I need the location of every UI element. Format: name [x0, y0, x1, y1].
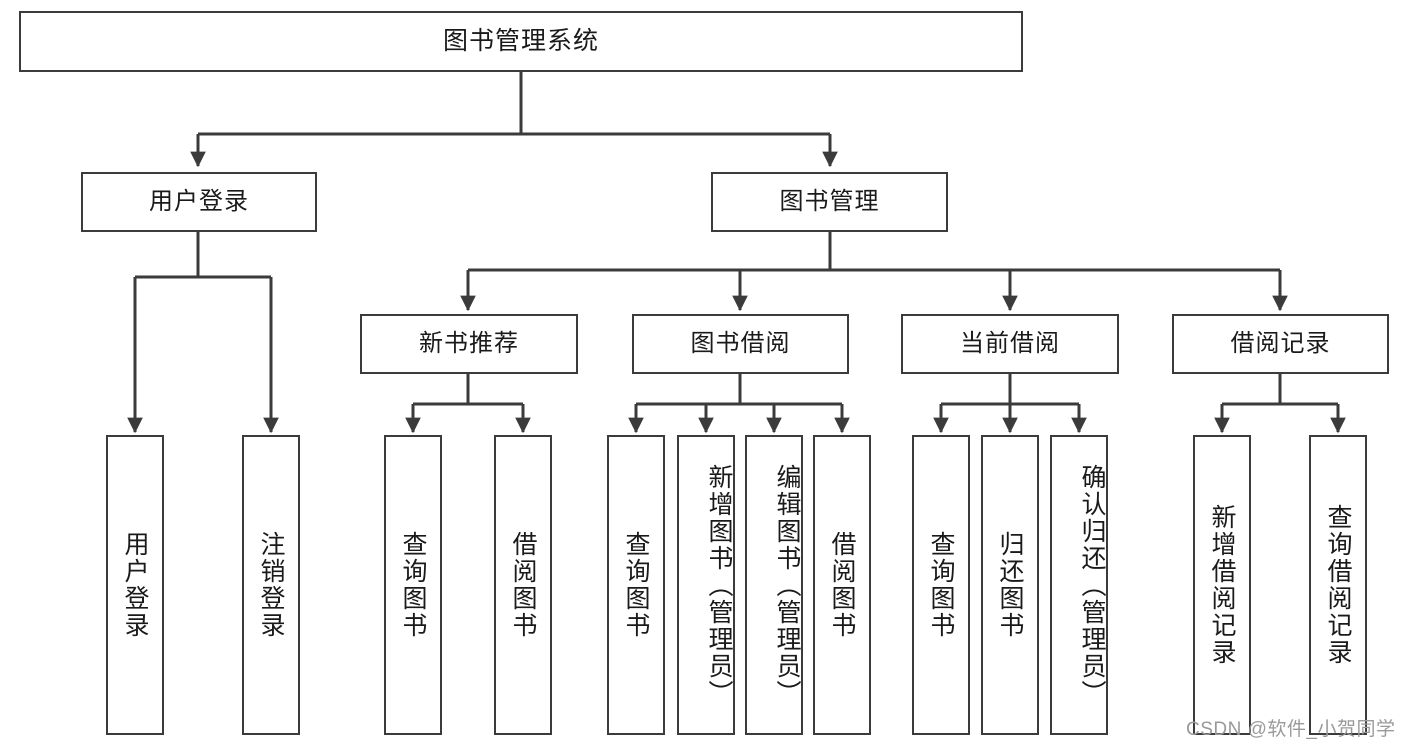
node-book-management[interactable]: 图书管理	[711, 172, 948, 232]
watermark-csdn: CSDN @软件_小贺同学	[1186, 719, 1396, 740]
leaf-borrow-book[interactable]: 借阅图书	[813, 435, 871, 735]
node-label: 确认归还（管理员）	[1078, 463, 1106, 707]
node-user-login[interactable]: 用户登录	[81, 172, 317, 232]
node-label: 新书推荐	[419, 330, 519, 357]
node-root-book-management-system[interactable]: 图书管理系统	[19, 11, 1023, 72]
node-current-borrow[interactable]: 当前借阅	[901, 314, 1119, 374]
node-label: 查询图书	[927, 531, 955, 639]
node-label: 图书管理	[779, 188, 880, 215]
node-label: 用户登录	[149, 188, 249, 215]
node-label: 借阅记录	[1230, 330, 1331, 357]
node-label: 注销登录	[257, 531, 285, 639]
leaf-query-borrow-record[interactable]: 查询借阅记录	[1309, 435, 1367, 735]
leaf-return-book[interactable]: 归还图书	[981, 435, 1039, 735]
node-label: 新增图书（管理员）	[705, 463, 733, 707]
node-label: 查询借阅记录	[1324, 504, 1352, 666]
node-borrow-records[interactable]: 借阅记录	[1172, 314, 1389, 374]
node-label: 图书借阅	[690, 330, 791, 357]
node-book-borrow[interactable]: 图书借阅	[632, 314, 849, 374]
leaf-confirm-return-admin[interactable]: 确认归还（管理员）	[1050, 435, 1108, 735]
leaf-query-book-current[interactable]: 查询图书	[912, 435, 970, 735]
leaf-query-book-recommend[interactable]: 查询图书	[384, 435, 442, 735]
node-label: 编辑图书（管理员）	[773, 463, 801, 707]
node-label: 用户登录	[121, 531, 149, 639]
leaf-add-book-admin[interactable]: 新增图书（管理员）	[677, 435, 735, 735]
leaf-edit-book-admin[interactable]: 编辑图书（管理员）	[745, 435, 803, 735]
node-label: 当前借阅	[960, 330, 1060, 357]
node-label: 借阅图书	[509, 531, 537, 639]
node-label: 查询图书	[622, 531, 650, 639]
leaf-borrow-book-recommend[interactable]: 借阅图书	[494, 435, 552, 735]
node-label: 新增借阅记录	[1208, 504, 1236, 666]
leaf-user-logout[interactable]: 注销登录	[242, 435, 300, 735]
leaf-query-book-borrow[interactable]: 查询图书	[607, 435, 665, 735]
node-label: 借阅图书	[828, 531, 856, 639]
node-label: 查询图书	[399, 531, 427, 639]
leaf-add-borrow-record[interactable]: 新增借阅记录	[1193, 435, 1251, 735]
node-label: 图书管理系统	[442, 27, 599, 55]
node-label: 归还图书	[996, 531, 1024, 639]
node-new-book-recommend[interactable]: 新书推荐	[360, 314, 578, 374]
leaf-user-login[interactable]: 用户登录	[106, 435, 164, 735]
